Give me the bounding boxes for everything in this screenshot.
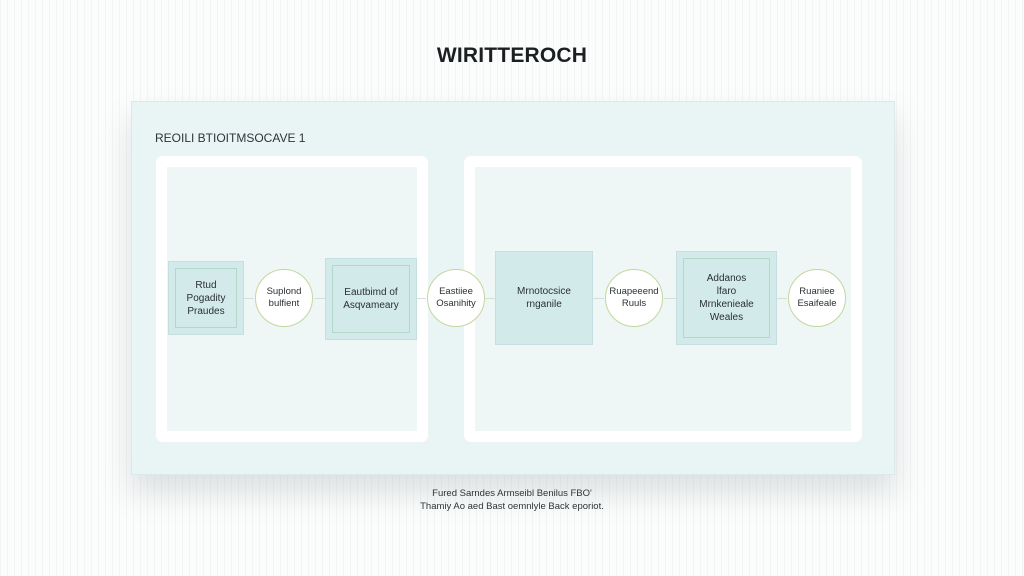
process-circle-3-label: Ruapeeend Ruuls: [609, 286, 659, 309]
process-circle-2-label: Eastiiee Osanihity: [436, 286, 476, 309]
process-box-3: Mrnotocsice rnganile: [495, 251, 593, 345]
connector-line: [415, 298, 426, 299]
process-box-2-border: [332, 265, 410, 333]
process-circle-4-label: Ruaniee Esaifeale: [797, 286, 837, 309]
connector-line: [591, 298, 604, 299]
process-circle-4: Ruaniee Esaifeale: [788, 269, 846, 327]
process-box-4-border: [683, 258, 770, 338]
connector-line: [775, 298, 787, 299]
connector-line: [664, 298, 676, 299]
process-circle-1: Suplond bulfient: [255, 269, 313, 327]
process-box-1: Rtud Pogadity Praudes: [168, 261, 244, 335]
page-title: WIRITTEROCH: [436, 44, 588, 67]
panel-label: REOILI BTIOITMSOCAVE 1: [155, 131, 306, 145]
connector-line: [314, 298, 325, 299]
process-box-1-border: [175, 268, 237, 328]
process-box-4: Addanos lfaro Mrnkenieale Weales: [676, 251, 777, 345]
caption-line-1: Fured Sarndes Armseibl Benilus FBO': [432, 488, 592, 499]
process-box-3-label: Mrnotocsice rnganile: [517, 286, 571, 310]
caption-line-2: Thamiy Ao aed Bast oemnlyle Back eporiot…: [420, 501, 604, 512]
process-box-4-label: Addanos lfaro Mrnkenieale Weales: [699, 273, 754, 323]
process-circle-3: Ruapeeend Ruuls: [605, 269, 663, 327]
process-box-1-label: Rtud Pogadity Praudes: [186, 279, 226, 317]
process-box-2: Eautbimd of Asqvameary: [325, 258, 417, 340]
process-box-2-label: Eautbimd of Asqvameary: [343, 287, 399, 311]
process-circle-2: Eastiiee Osanihity: [427, 269, 485, 327]
connector-line: [485, 298, 495, 299]
connector-line: [242, 298, 254, 299]
process-circle-1-label: Suplond bulfient: [266, 286, 302, 309]
diagram-panel: REOILI BTIOITMSOCAVE 1 Rtud Pogadity Pra…: [131, 101, 895, 475]
